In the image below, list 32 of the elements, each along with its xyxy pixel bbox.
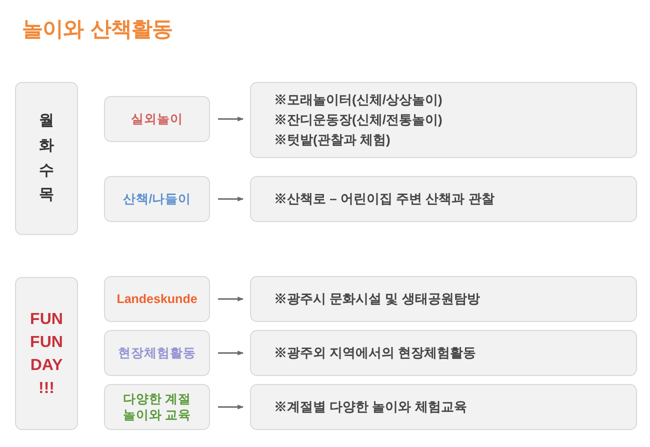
arrow bbox=[218, 196, 244, 202]
description-box bbox=[250, 176, 637, 222]
description-box bbox=[250, 82, 637, 158]
arrow bbox=[218, 116, 244, 122]
description-text: ※광주시 문화시설 및 생태공원탐방 bbox=[274, 290, 480, 308]
category-box bbox=[104, 96, 210, 142]
description-box bbox=[250, 384, 637, 430]
vertical-label: 월화수목 bbox=[39, 111, 54, 206]
category-box bbox=[104, 330, 210, 376]
category-box bbox=[104, 176, 210, 222]
group-label: FUN FUN DAY !!! bbox=[29, 310, 64, 398]
arrow bbox=[218, 296, 244, 302]
description-text: ※잔디운동장(신체/전통놀이) bbox=[274, 111, 442, 129]
arrow bbox=[218, 350, 244, 356]
description-text: ※광주외 지역에서의 현장체험활동 bbox=[274, 344, 476, 362]
category-box bbox=[104, 384, 210, 430]
description-box bbox=[250, 330, 637, 376]
category-label: 산책/나들이 bbox=[122, 191, 192, 207]
title: 놀이와 산책활동 bbox=[22, 16, 172, 43]
description-text: ※모래놀이터(신체/상상놀이) bbox=[274, 91, 442, 109]
category-box bbox=[104, 276, 210, 322]
description-text: ※산책로 – 어린이집 주변 산책과 관찰 bbox=[274, 190, 494, 208]
day-group-box bbox=[15, 277, 78, 430]
description-text: ※계절별 다양한 놀이와 체험교육 bbox=[274, 398, 467, 416]
category-label: 다양한 계절 놀이와 교육 bbox=[122, 391, 192, 423]
description-box bbox=[250, 276, 637, 322]
description-text: ※텃밭(관찰과 체험) bbox=[274, 131, 390, 149]
category-label: 실외놀이 bbox=[131, 111, 183, 127]
category-label: Landeskunde bbox=[116, 291, 198, 307]
category-label: 현장체험활동 bbox=[118, 345, 196, 361]
day-group-box bbox=[15, 82, 78, 235]
arrow bbox=[218, 404, 244, 410]
